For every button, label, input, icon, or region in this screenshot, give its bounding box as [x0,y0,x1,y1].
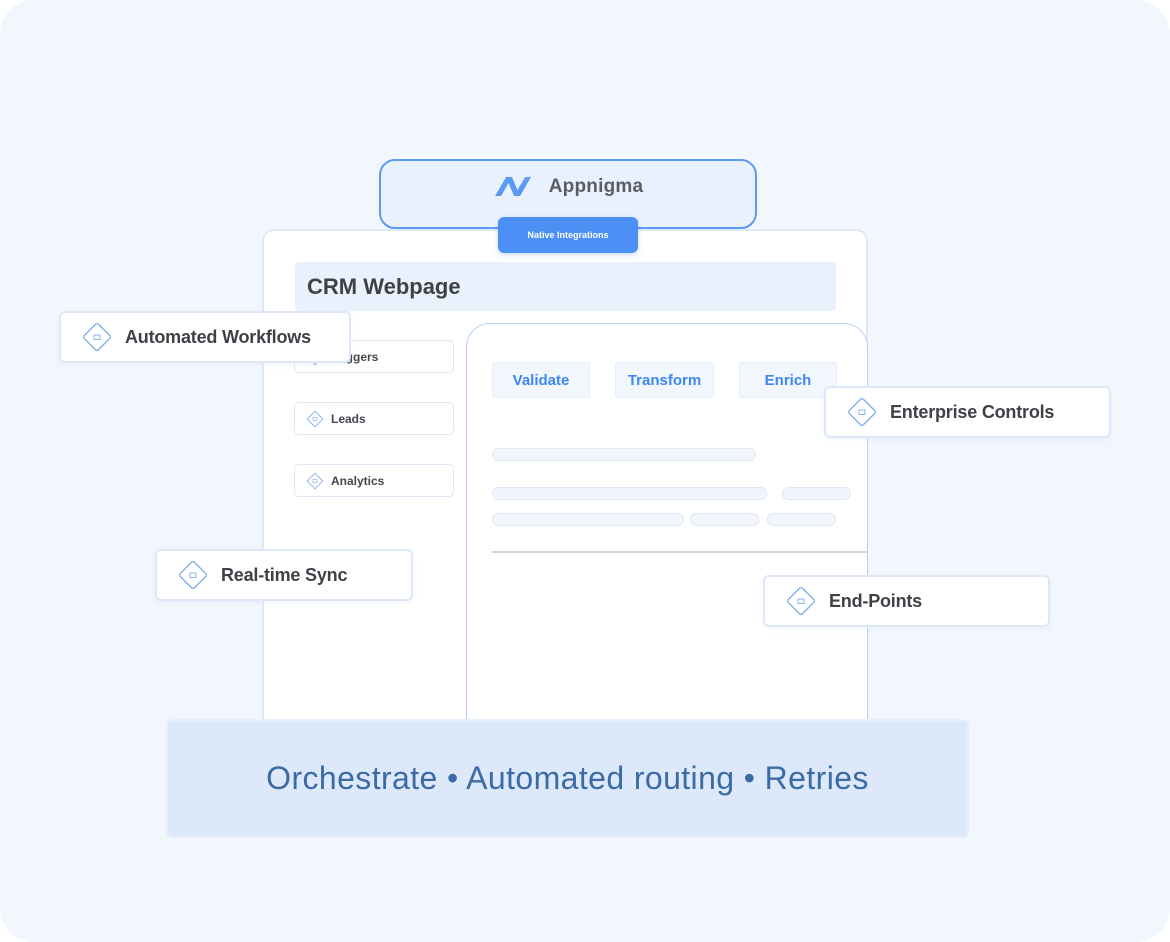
placeholder-line [690,513,759,526]
appnigma-logo-icon [494,177,531,196]
feature-enterprise-controls: Enterprise Controls [824,386,1111,438]
crm-title: CRM Webpage [307,273,461,299]
placeholder-line [767,513,836,526]
placeholder-line [492,487,767,500]
feature-real-time-sync: Real-time Sync [155,549,413,601]
diamond-icon [848,398,876,426]
tagline-text: Orchestrate • Automated routing • Retrie… [266,760,869,796]
brand-name: Appnigma [548,176,644,197]
diamond-icon [306,472,324,489]
feature-label: Real-time Sync [221,564,348,585]
diamond-icon [787,587,815,615]
tab-transform[interactable]: Transform [615,362,714,398]
divider [492,551,867,553]
feature-automated-workflows: Automated Workflows [59,311,351,363]
tab-validate[interactable]: Validate [492,362,590,398]
feature-label: End-Points [829,590,922,611]
diamond-icon [179,561,207,589]
sidebar-item-label: Leads [331,411,366,426]
tab-enrich[interactable]: Enrich [739,362,837,398]
sidebar-item-label: Analytics [331,473,385,488]
feature-label: Automated Workflows [125,326,311,347]
feature-label: Enterprise Controls [890,401,1055,422]
sidebar-item-leads[interactable]: Leads [294,402,454,435]
placeholder-line [492,513,684,526]
diamond-icon [306,410,324,427]
tagline-banner: Orchestrate • Automated routing • Retrie… [166,719,969,838]
diamond-icon [83,323,111,351]
crm-title-bar: CRM Webpage [295,262,836,311]
placeholder-line [492,448,756,461]
placeholder-line [782,487,851,500]
native-integrations-button[interactable]: Native Integrations [498,217,638,253]
feature-end-points: End-Points [763,575,1050,627]
sidebar-item-analytics[interactable]: Analytics [294,464,454,497]
